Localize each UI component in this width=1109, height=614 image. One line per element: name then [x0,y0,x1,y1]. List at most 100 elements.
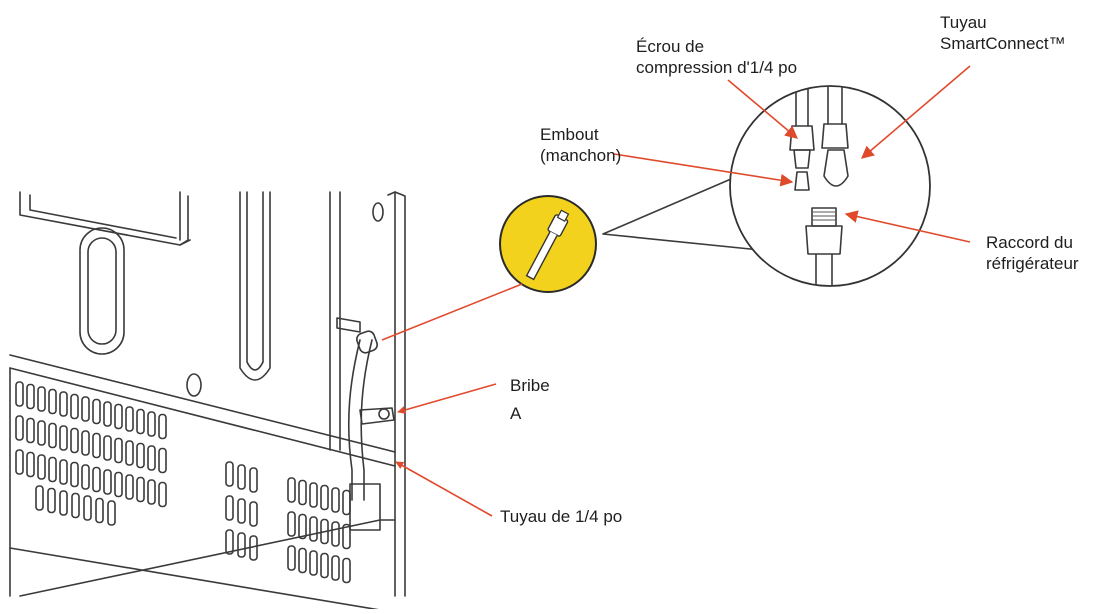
vent-slot [103,401,112,427]
vent-slot [320,518,329,545]
vent-slot [225,495,234,521]
label-insert-sleeve-line1: Embout [540,125,599,144]
vent-slot [114,437,123,464]
label-smartconnect-tube: Tuyau SmartConnect™ [940,12,1066,54]
label-compression-nut-line1: Écrou de [636,37,705,56]
vent-slot [342,557,351,584]
label-smartconnect-tube-line2: SmartConnect™ [940,34,1066,53]
vent-slot [320,484,329,511]
vent-slot [225,529,234,555]
vent-slot [331,487,340,513]
vent-slot [298,479,307,506]
vent-slot [71,492,80,519]
vent-slot [309,516,318,542]
label-fridge-connector-line2: réfrigérateur [986,254,1079,273]
vent-slot [48,422,57,449]
vent-slot [158,481,167,508]
vent-slot [26,451,35,478]
vent-slot [48,456,57,483]
vent-slot [59,425,68,451]
vent-slot [83,495,92,521]
vent-slot [320,552,329,579]
arrow-fridge-connector [844,210,971,243]
label-fridge-connector-line1: Raccord du [986,233,1073,252]
highlight-fitting-circle [499,195,597,293]
vent-slot [249,501,258,527]
vent-slot [237,464,246,490]
arrow-compression-nut [727,79,798,139]
label-compression-nut: Écrou de compression d'1/4 po [636,36,797,78]
vent-slot [331,555,340,581]
vent-slot [298,513,307,540]
label-compression-nut-line2: compression d'1/4 po [636,58,798,77]
label-insert-sleeve-line2: (manchon) [540,146,622,165]
callout-arrows [381,65,971,517]
vent-slot [342,489,351,516]
vent-slot [37,386,46,412]
vent-slot [92,432,101,459]
vent-slot [287,477,296,503]
label-smartconnect-tube-line1: Tuyau [940,13,987,32]
arrow-smartconnect [861,65,971,159]
label-clip-line1: Bribe [510,376,550,395]
vent-slot [81,430,90,456]
vent-slot [331,521,340,547]
vent-slot [287,511,296,537]
vent-slot [147,445,156,471]
vent-slot [15,449,24,475]
vent-slot [37,420,46,446]
vent-slot [125,440,134,466]
vent-slot [81,396,90,422]
vent-slot [103,469,112,495]
vent-slot [158,413,167,440]
vent-slot [342,523,351,550]
arrow-insert-sleeve [613,153,794,187]
vent-slot [249,535,258,561]
vent-slot [70,393,79,420]
vent-slot [237,498,246,524]
vent-slot [37,454,46,480]
label-fridge-connector: Raccord du réfrigérateur [986,232,1079,274]
vent-slot [125,474,134,500]
vent-slot [26,417,35,444]
arrow-quarter-tube [395,461,493,517]
label-quarter-tube: Tuyau de 1/4 po [500,506,622,527]
vent-slot [309,550,318,576]
vent-slot [114,471,123,498]
vent-slot [15,381,24,407]
label-quarter-tube-line1: Tuyau de 1/4 po [500,507,623,526]
vent-slot [147,411,156,437]
vent-slot [103,435,112,461]
grille-vents [15,381,351,584]
vent-slot [147,479,156,505]
vent-slot [249,467,258,493]
vent-slot [92,398,101,425]
vent-slot [114,403,123,430]
vent-slot [287,545,296,571]
vent-slot [26,383,35,410]
vent-slot [298,547,307,574]
refrigerator-panel [9,191,406,611]
vent-slot [136,442,145,469]
label-clip-line2: A [510,404,522,423]
vent-slot [59,459,68,485]
vent-slot [35,485,44,511]
vent-slot [107,500,116,526]
vent-slot [136,408,145,435]
arrow-clip-a [397,383,497,414]
vent-slot [225,461,234,487]
zoom-detail-circle [602,85,931,287]
vent-slot [59,490,68,516]
arrow-to-fitting [381,283,523,341]
vent-slot [136,476,145,503]
vent-slot [237,532,246,558]
vent-slot [125,406,134,432]
label-insert-sleeve: Embout (manchon) [540,124,621,166]
vent-slot [158,447,167,474]
label-clip: Bribe A [510,372,550,428]
vent-slot [48,388,57,415]
vent-slot [15,415,24,441]
vent-slot [95,497,104,524]
